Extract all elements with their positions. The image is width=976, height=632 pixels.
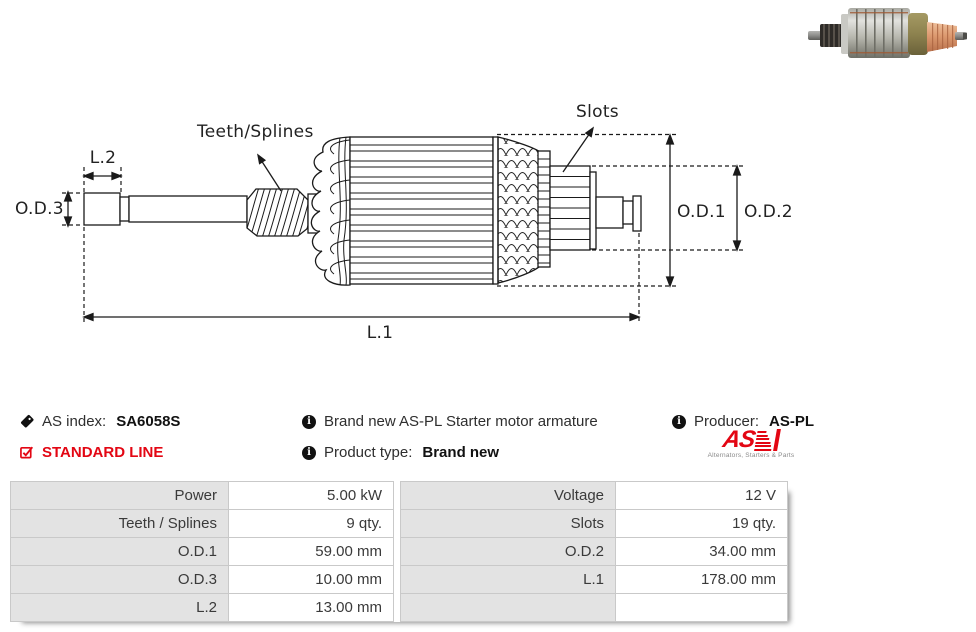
as-index-value: SA6058S xyxy=(116,413,181,430)
spec-value: 34.00 mm xyxy=(615,537,788,566)
spec-value: 19 qty. xyxy=(615,509,788,538)
product-type-label: Product type: xyxy=(324,444,413,461)
diagram-label-slots: Slots xyxy=(576,102,619,122)
specs-table-right: Voltage 12 V Slots 19 qty. O.D.2 34.00 m… xyxy=(400,481,788,622)
spec-value: 13.00 mm xyxy=(228,593,394,622)
product-photo xyxy=(808,5,968,66)
producer-value: AS-PL xyxy=(769,413,815,430)
spec-value: 59.00 mm xyxy=(228,537,394,566)
producer-field: i Producer: AS-PL xyxy=(672,413,814,430)
logo-text: AS xyxy=(720,426,757,453)
spec-row: L.2 13.00 mm xyxy=(10,593,394,622)
diagram-label-od2: O.D.2 xyxy=(744,202,793,222)
spec-value: 5.00 kW xyxy=(228,481,394,510)
product-type-value: Brand new xyxy=(422,444,500,461)
photo-shaft-left xyxy=(808,31,822,40)
photo-shaft-right xyxy=(955,32,965,40)
spec-label: L.1 xyxy=(400,565,616,594)
logo-caption: Alternators, Starters & Parts xyxy=(707,452,795,459)
spec-label: Slots xyxy=(400,509,616,538)
spec-label: O.D.3 xyxy=(10,565,229,594)
info-icon: i xyxy=(672,414,686,429)
as-index-label: AS index: xyxy=(42,413,107,430)
spec-value xyxy=(615,593,788,622)
spec-label: L.2 xyxy=(10,593,229,622)
diagram-label-od1: O.D.1 xyxy=(677,202,726,222)
spec-row: Teeth / Splines 9 qty. xyxy=(10,509,394,538)
technical-diagram: Teeth/Splines Slots L.2 O.D.3 O.D.1 O.D.… xyxy=(15,102,793,343)
spec-label: Teeth / Splines xyxy=(10,509,229,538)
info-icon: i xyxy=(302,445,316,460)
spec-row: O.D.2 34.00 mm xyxy=(400,537,788,566)
photo-core xyxy=(848,8,910,58)
diagram-label-od3: O.D.3 xyxy=(15,199,64,219)
spec-tables: Power 5.00 kW Teeth / Splines 9 qty. O.D… xyxy=(10,481,788,622)
spec-row: Voltage 12 V xyxy=(400,481,788,510)
logo-stripes xyxy=(754,430,775,451)
spec-row: Slots 19 qty. xyxy=(400,509,788,538)
spec-row: O.D.3 10.00 mm xyxy=(10,565,394,594)
spec-row: L.1 178.00 mm xyxy=(400,565,788,594)
spec-label: Power xyxy=(10,481,229,510)
spec-label: Voltage xyxy=(400,481,616,510)
spec-value: 10.00 mm xyxy=(228,565,394,594)
spec-value: 9 qty. xyxy=(228,509,394,538)
description-field: i Brand new AS-PL Starter motor armature xyxy=(302,413,598,430)
spec-value: 178.00 mm xyxy=(615,565,788,594)
product-type-field: i Product type: Brand new xyxy=(302,444,499,461)
diagram-label-teeth-splines: Teeth/Splines xyxy=(197,122,314,142)
spec-label: O.D.2 xyxy=(400,537,616,566)
photo-pinion xyxy=(820,24,842,47)
spec-row xyxy=(400,593,788,622)
spec-label: O.D.1 xyxy=(10,537,229,566)
specs-table-left: Power 5.00 kW Teeth / Splines 9 qty. O.D… xyxy=(10,481,394,622)
info-icon: i xyxy=(302,414,316,429)
standard-line-label: STANDARD LINE xyxy=(42,444,164,461)
as-index-field: AS index: SA6058S xyxy=(20,413,180,430)
spec-row: O.D.1 59.00 mm xyxy=(10,537,394,566)
producer-label: Producer: xyxy=(694,413,760,430)
description-text: Brand new AS-PL Starter motor armature xyxy=(324,413,598,430)
spec-value: 12 V xyxy=(615,481,788,510)
armature-line-drawing xyxy=(62,126,746,322)
tag-icon xyxy=(20,414,34,429)
spec-row: Power 5.00 kW xyxy=(10,481,394,510)
as-pl-logo: AS Alternators, Starters & Parts xyxy=(703,426,799,459)
standard-line-field: STANDARD LINE xyxy=(20,444,163,461)
spec-label xyxy=(400,593,616,622)
checkbox-checked-icon xyxy=(20,446,34,460)
photo-winding-band xyxy=(908,13,928,55)
diagram-label-l2: L.2 xyxy=(89,148,117,168)
diagram-label-l1: L.1 xyxy=(366,323,394,343)
